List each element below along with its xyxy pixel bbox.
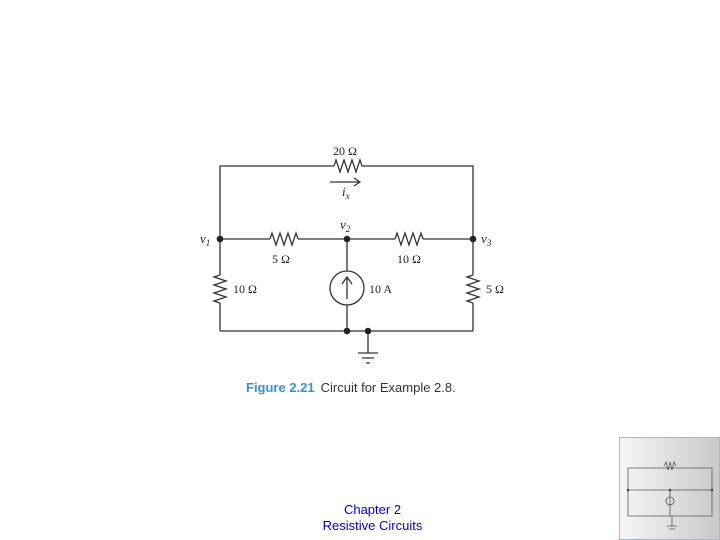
label-v3: v3 (481, 231, 492, 248)
label-20ohm: 20 Ω (333, 144, 357, 158)
footer-chapter: Chapter 2 (343, 502, 402, 517)
footer-title: Resistive Circuits (322, 518, 423, 533)
circuit-thumbnail-drawing (626, 460, 714, 530)
ground-symbol (358, 331, 378, 364)
node-bottom-right (364, 327, 372, 335)
figure-caption: Figure 2.21 Circuit for Example 2.8. (246, 380, 456, 395)
label-10ohm-horizontal: 10 Ω (397, 252, 421, 266)
label-5ohm-vertical: 5 Ω (486, 282, 504, 296)
resistor-20ohm (333, 157, 364, 175)
node-v2 (343, 235, 351, 243)
node-bottom-left (343, 327, 351, 335)
label-5ohm-horizontal: 5 Ω (272, 252, 290, 266)
resistor-5ohm-vertical (464, 274, 482, 304)
label-v1: v1 (200, 231, 210, 248)
current-ix-arrow (330, 177, 362, 187)
current-source-arrow (341, 275, 353, 299)
label-v2: v2 (340, 217, 351, 234)
node-v1 (216, 235, 224, 243)
node-v3 (469, 235, 477, 243)
top-wire (219, 165, 474, 239)
resistor-10ohm-horizontal (394, 230, 424, 248)
figure-number: Figure 2.21 (246, 380, 315, 395)
figure-caption-text: Circuit for Example 2.8. (320, 380, 456, 395)
label-10ohm-vertical: 10 Ω (233, 282, 257, 296)
current-source (329, 270, 365, 306)
resistor-5ohm-horizontal (269, 230, 299, 248)
circuit-thumbnail (619, 437, 720, 540)
slide-footer: Chapter 2 Resistive Circuits (0, 502, 720, 534)
resistor-10ohm-vertical (211, 274, 229, 304)
label-10A: 10 A (369, 282, 392, 296)
label-ix: ix (342, 184, 350, 201)
